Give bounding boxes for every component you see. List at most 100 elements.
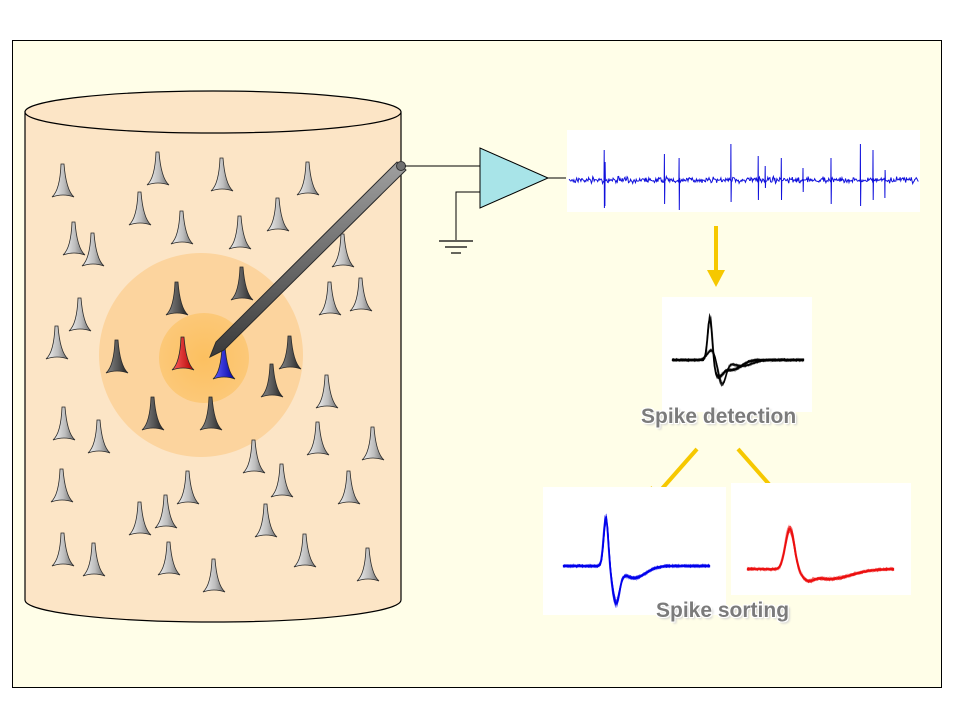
spike-waveform	[671, 320, 805, 378]
cluster-2-panel	[731, 483, 911, 595]
spike-waveform	[562, 514, 711, 608]
spike-waveform	[671, 349, 805, 387]
spike-waveform	[671, 313, 805, 379]
neuron-icon	[165, 281, 189, 316]
spike-waveform	[562, 515, 711, 606]
neuron-icon	[293, 533, 317, 568]
spike-waveform	[562, 515, 711, 604]
neuron-icon	[278, 335, 302, 370]
spike-waveform	[746, 530, 895, 581]
spike-waveform	[562, 521, 711, 602]
spike-waveform	[671, 317, 805, 378]
spike-waveform	[747, 528, 895, 584]
spike-waveform	[746, 528, 895, 583]
neuron-icon	[157, 541, 181, 576]
cluster-1-waveforms	[562, 513, 711, 608]
raw-voltage-trace	[568, 143, 919, 211]
spike-waveform	[562, 521, 711, 604]
spike-waveform	[562, 516, 711, 605]
spike-waveform	[562, 516, 711, 605]
detected-spikes-panel	[662, 297, 812, 412]
spike-waveform	[746, 525, 895, 584]
neuron-icon	[146, 151, 170, 186]
spike-waveform	[671, 317, 805, 377]
spike-waveform	[562, 517, 711, 604]
spike-waveform	[671, 318, 805, 377]
spike-waveform	[562, 519, 711, 603]
spike-waveform	[747, 527, 895, 583]
spike-waveform	[746, 527, 895, 583]
spike-waveform	[562, 519, 711, 602]
arrow-icon	[707, 226, 725, 287]
spike-waveform	[562, 519, 711, 599]
spike-waveform	[671, 349, 805, 387]
spike-waveform	[746, 529, 895, 583]
neuron-icon	[52, 406, 76, 441]
spike-waveform	[671, 320, 805, 378]
neuron-population	[45, 151, 385, 593]
neuron-icon	[154, 494, 178, 529]
spike-waveform	[671, 319, 805, 377]
spike-waveform	[562, 516, 711, 605]
spike-waveform	[671, 351, 805, 386]
neuron-icon	[62, 221, 86, 256]
neuron-icon	[87, 419, 111, 454]
spike-waveform	[671, 349, 805, 385]
spike-waveform	[746, 530, 895, 582]
spike-waveform	[672, 316, 805, 379]
spike-waveform	[746, 528, 895, 582]
spike-waveform	[746, 527, 895, 582]
spike-waveform	[562, 513, 711, 608]
neuron-icon	[51, 163, 75, 198]
neuron-icon	[230, 266, 254, 301]
spike-waveform	[672, 315, 805, 378]
spike-waveform	[746, 529, 895, 583]
spike-waveform	[671, 350, 805, 385]
spike-waveform	[562, 515, 711, 607]
spike-waveform	[746, 528, 895, 584]
spike-waveform	[671, 318, 805, 379]
spike-waveform	[746, 531, 895, 582]
spike-waveform	[671, 349, 805, 388]
spike-waveform	[562, 518, 711, 604]
neuron-icon	[337, 470, 361, 505]
neuron-icon	[170, 210, 194, 245]
neuron-icon	[210, 157, 234, 192]
cluster-1-panel	[543, 487, 726, 615]
spike-waveform	[746, 530, 895, 583]
spike-waveform	[671, 350, 805, 384]
spike-waveform	[671, 316, 805, 378]
spike-waveform	[671, 347, 805, 386]
spike-waveform	[562, 516, 711, 606]
spike-waveform	[746, 526, 895, 583]
neuron-icon	[141, 396, 165, 431]
spike-waveform	[562, 516, 711, 604]
spike-waveform	[671, 350, 805, 385]
spike-waveform	[746, 529, 895, 581]
spike-waveform	[562, 518, 711, 606]
spike-waveform	[562, 519, 711, 604]
spike-waveform	[671, 315, 805, 379]
spike-waveform	[562, 515, 711, 607]
spike-waveform	[746, 525, 895, 584]
spike-waveform	[671, 350, 805, 386]
spike-waveform	[671, 315, 805, 379]
spike-waveform	[562, 519, 711, 603]
spike-waveform	[746, 528, 895, 582]
spike-waveform	[671, 317, 805, 378]
spike-waveform	[671, 319, 805, 378]
spike-waveform	[671, 317, 805, 379]
spike-waveform	[671, 348, 804, 387]
neuron-icon	[50, 468, 74, 503]
neuron-icon	[318, 281, 342, 316]
neuron-icon	[82, 542, 106, 577]
spike-waveform	[746, 530, 895, 582]
spike-waveform	[562, 520, 711, 601]
spike-waveform	[746, 527, 894, 583]
raw-trace-panel	[567, 130, 920, 212]
spike-waveform	[671, 317, 805, 378]
neuron-icon	[270, 463, 294, 498]
spike-waveform	[746, 527, 895, 583]
spike-waveform	[746, 527, 895, 583]
neuron-icon	[266, 197, 290, 232]
